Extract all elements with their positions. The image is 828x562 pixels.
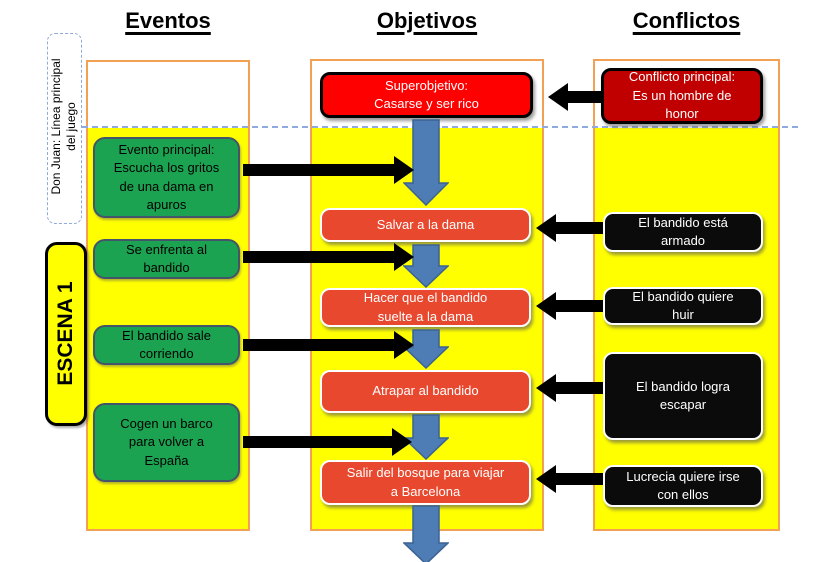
main-line-divider <box>82 126 798 128</box>
event-arrow-2 <box>243 243 414 271</box>
main-conflict-box: Conflicto principal: Es un hombre de hon… <box>601 68 763 124</box>
conflict-arrow-4 <box>536 465 603 493</box>
conflict-box-bandit-flee: El bandido quiere huir <box>603 287 763 325</box>
scene-label-text: ESCENA 1 <box>53 281 77 386</box>
column-title-eventos: Eventos <box>125 8 211 33</box>
flow-arrow-down-5 <box>403 505 449 562</box>
event-arrow-3 <box>243 331 414 359</box>
column-title-objetivos: Objetivos <box>376 8 478 33</box>
conflict-box-bandit-escapes: El bandido logra escapar <box>603 352 763 440</box>
event-box-take-boat: Cogen un barco para volver a España <box>93 403 240 482</box>
conflict-box-bandit-armed: El bandido está armado <box>603 212 763 252</box>
scene-label: ESCENA 1 <box>45 242 87 426</box>
superobjective-box: Superobjetivo: Casarse y ser rico <box>320 72 533 118</box>
objective-box-save-lady: Salvar a la dama <box>320 208 531 242</box>
conflict-arrow-1 <box>536 214 603 242</box>
conflict-arrow-3 <box>536 374 603 402</box>
event-arrow-4 <box>243 428 412 456</box>
game-line-label-text: Don Juan: Línea principal del juego <box>49 58 78 195</box>
event-box-confronts-bandit: Se enfrenta al bandido <box>93 239 240 279</box>
event-box-bandit-runs: El bandido sale corriendo <box>93 325 240 365</box>
column-title-conflictos: Conflictos <box>632 8 741 33</box>
conflict-box-lucrecia: Lucrecia quiere irse con ellos <box>603 465 763 507</box>
conflict-arrow-2 <box>536 292 603 320</box>
conflict-arrow-main <box>548 83 604 111</box>
conflicts-yellow-area <box>595 128 778 529</box>
event-arrow-1 <box>243 156 414 184</box>
objective-box-release-lady: Hacer que el bandido suelte a la dama <box>320 288 531 327</box>
game-line-label: Don Juan: Línea principal del juego <box>47 33 82 224</box>
objective-box-leave-forest: Salir del bosque para viajar a Barcelona <box>320 460 531 505</box>
objective-box-catch-bandit: Atrapar al bandido <box>320 370 531 413</box>
event-box-main: Evento principal: Escucha los gritos de … <box>93 137 240 218</box>
